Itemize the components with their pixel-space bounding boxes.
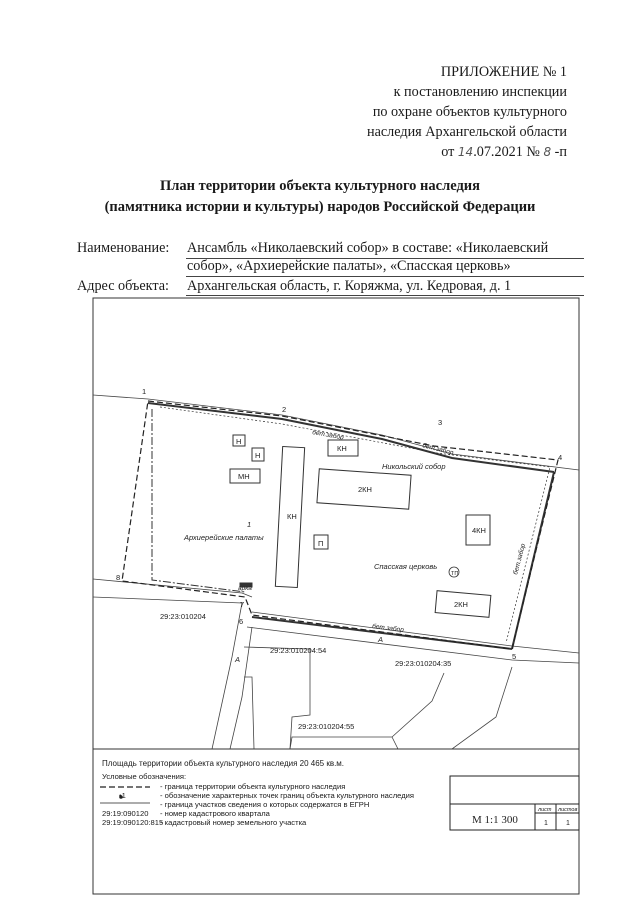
address-underline bbox=[186, 295, 584, 296]
stamp-sheets: 1 bbox=[566, 820, 570, 827]
building-spasskaya bbox=[434, 590, 492, 618]
label-ts: ТП bbox=[451, 571, 458, 577]
stamp-scale: М 1:1 300 bbox=[472, 814, 518, 826]
parcel-35-edge-2 bbox=[398, 666, 513, 750]
appendix-title: ПРИЛОЖЕНИЕ № 1 bbox=[440, 64, 567, 80]
point-3: 3 bbox=[438, 418, 442, 427]
building-mn bbox=[229, 468, 261, 484]
name-underline bbox=[186, 258, 584, 259]
label-2kn-spasskaya: 2КН bbox=[454, 600, 468, 609]
appendix-line-2: к постановлению инспекции bbox=[393, 84, 567, 100]
label-kn-top: КН bbox=[337, 444, 347, 453]
cadastral-54: 29:23:010204:54 bbox=[270, 646, 326, 655]
spasskaya-marker bbox=[448, 566, 460, 578]
document-title-line-1: План территории объекта культурного насл… bbox=[159, 178, 480, 194]
label-bet-zabor-4: бет.забор bbox=[372, 622, 405, 634]
plan-frame bbox=[92, 297, 580, 895]
parcel-54 bbox=[243, 646, 311, 750]
appendix-line-4: наследия Архангельской области bbox=[366, 124, 567, 140]
stamp-sheet-label: лист bbox=[537, 807, 552, 813]
label-a-2: А bbox=[234, 655, 240, 664]
building-arhiereyskie bbox=[274, 445, 306, 589]
legend-item-5: - кадастровый номер земельного участка bbox=[160, 818, 307, 827]
doc-number-handwritten: 8 bbox=[543, 145, 552, 159]
date-day-handwritten: 14 bbox=[457, 145, 474, 159]
concrete-fence-north bbox=[147, 402, 555, 473]
legend-item-3: - граница участков сведения о которых со… bbox=[160, 800, 370, 809]
name-underline-2 bbox=[186, 276, 584, 277]
label-mn: МН bbox=[238, 472, 250, 481]
building-4kn bbox=[465, 514, 491, 546]
cadastral-quarter: 29:23:010204 bbox=[160, 612, 206, 621]
building-kn-top bbox=[327, 439, 359, 457]
parcel-55 bbox=[254, 736, 399, 750]
road-edge-south-2 bbox=[92, 596, 243, 604]
point-1: 1 bbox=[142, 387, 146, 396]
legend-item-2-sample: •1 bbox=[119, 791, 126, 800]
parcel-west-edge bbox=[211, 602, 243, 750]
stamp-sheets-label: листов bbox=[557, 807, 577, 813]
road-edge-north bbox=[92, 394, 580, 471]
appendix-header: ПРИЛОЖЕНИЕ № 1 к постановлению инспекции… bbox=[267, 62, 567, 162]
legend-sample-point bbox=[119, 795, 123, 799]
address-label: Адрес объекта: bbox=[77, 278, 169, 294]
parcel-35-edge bbox=[391, 672, 445, 738]
address-value: Архангельская область, г. Коряжма, ул. К… bbox=[187, 278, 512, 294]
date-rest: .07.2021 № bbox=[473, 144, 540, 160]
site-plan: 1 2 3 4 5 6 7 8 бет.забор бет.забор бет.… bbox=[92, 297, 580, 895]
doc-suffix: -п bbox=[554, 144, 567, 160]
inner-boundary-2 bbox=[159, 406, 551, 644]
heritage-boundary bbox=[121, 400, 559, 650]
label-n1: Н bbox=[236, 437, 241, 446]
date-prefix: от bbox=[441, 144, 455, 160]
label-nikolsky: Никольский собор bbox=[382, 462, 446, 471]
legend-item-4-sample: 29:19:090120 bbox=[102, 809, 149, 818]
stamp-sheet: 1 bbox=[544, 820, 548, 827]
building-n2 bbox=[251, 447, 265, 462]
point-7: 7 bbox=[240, 600, 244, 609]
point-2: 2 bbox=[282, 405, 286, 414]
legend-item-4: - номер кадастрового квартала bbox=[160, 809, 270, 818]
label-bet-zabor-3: бет.забор bbox=[511, 542, 527, 575]
stamp-box bbox=[449, 775, 580, 831]
document-title-line-2: (памятника истории и культуры) народов Р… bbox=[104, 199, 536, 215]
road-edge-south-4 bbox=[246, 626, 580, 664]
label-2kn-nikolsky: 2КН bbox=[358, 485, 372, 494]
point-5: 5 bbox=[512, 652, 516, 661]
legend-item-5-sample: 29:19:090120:815 bbox=[102, 818, 164, 827]
point-6: 6 bbox=[239, 617, 243, 626]
label-p: П bbox=[318, 539, 323, 548]
label-1: 1 bbox=[247, 520, 251, 529]
cadastral-35: 29:23:010204:35 bbox=[395, 659, 451, 668]
legend-item-1: - граница территории объекта культурного… bbox=[160, 782, 346, 791]
name-label: Наименование: bbox=[77, 240, 170, 256]
cadastral-55: 29:23:010204:55 bbox=[298, 722, 354, 731]
name-value: Ансамбль «Николаевский собор» в составе:… bbox=[187, 240, 549, 274]
building-nikolsky bbox=[316, 468, 412, 510]
label-arhiereyskie: Архиерейские палаты bbox=[183, 533, 264, 542]
point-8: 8 bbox=[116, 573, 120, 582]
inner-boundary bbox=[151, 409, 246, 593]
label-kn-palaty: КН bbox=[287, 512, 297, 521]
label-arka: арка bbox=[238, 585, 252, 592]
area-text: Площадь территории объекта культурного н… bbox=[102, 759, 345, 768]
appendix-date-line: от 14.07.2021 № 8 -п bbox=[267, 142, 567, 162]
gate-arka bbox=[239, 582, 253, 588]
label-n2: Н bbox=[255, 451, 260, 460]
parcel-west-edge-2 bbox=[229, 626, 253, 750]
label-spasskaya: Спасская церковь bbox=[374, 562, 437, 571]
label-4kn: 4КН bbox=[472, 526, 486, 535]
label-a-1: А bbox=[377, 635, 383, 644]
point-4: 4 bbox=[558, 453, 562, 462]
building-n1 bbox=[232, 434, 246, 447]
legend-title: Условные обозначения: bbox=[102, 772, 187, 781]
building-p bbox=[313, 534, 329, 550]
appendix-line-3: по охране объектов культурного bbox=[372, 104, 567, 120]
legend-item-2: - обозначение характерных точек границ о… bbox=[160, 791, 414, 800]
